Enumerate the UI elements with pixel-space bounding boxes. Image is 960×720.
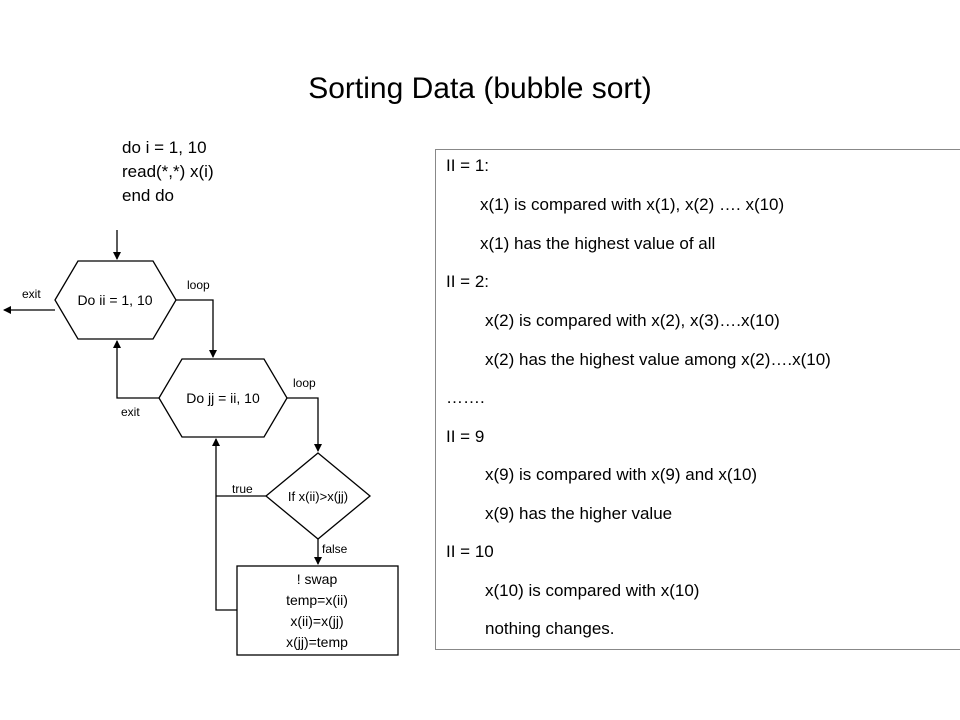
inner-loop-label-text: loop <box>293 376 316 390</box>
explanation-panel: II = 1: x(1) is compared with x(1), x(2)… <box>435 149 960 650</box>
swap-box <box>236 565 399 656</box>
true-label: true <box>232 482 253 496</box>
read-code-block: do i = 1, 10 read(*,*) x(i) end do <box>122 136 214 208</box>
code-line: end do <box>122 186 174 205</box>
inner-loop-arrow <box>287 397 322 452</box>
explanation-line: II = 9 <box>446 427 485 446</box>
swap-return-arrow <box>212 438 237 611</box>
inner-exit-arrow <box>113 340 159 399</box>
false-label: false <box>322 542 348 556</box>
explanation-line: x(10) is compared with x(10) <box>485 581 700 600</box>
inner-loop-label: Do jj = ii, 10 <box>186 390 260 406</box>
explanation-line: x(2) has the highest value among x(2)….x… <box>485 350 831 369</box>
explanation-line: II = 10 <box>446 542 494 561</box>
outer-loop-arrow <box>176 299 217 358</box>
explanation-line: x(9) is compared with x(9) and x(10) <box>485 465 758 484</box>
explanation-line: nothing changes. <box>485 619 615 638</box>
inner-exit-label: exit <box>121 405 140 419</box>
explanation-line: x(1) has the highest value of all <box>480 234 716 253</box>
outer-loop-label: Do ii = 1, 10 <box>77 292 152 308</box>
outer-loop-label-text: loop <box>187 278 210 292</box>
code-line: do i = 1, 10 <box>122 138 207 157</box>
swap-line: x(ii)=x(jj) <box>290 613 343 629</box>
swap-line: temp=x(ii) <box>286 592 348 608</box>
explanation-line: x(1) is compared with x(1), x(2) …. x(10… <box>480 195 785 214</box>
condition-label: If x(ii)>x(jj) <box>288 489 348 504</box>
explanation-line: x(2) is compared with x(2), x(3)….x(10) <box>485 311 780 330</box>
explanation-line: II = 2: <box>446 272 489 291</box>
outer-exit-label: exit <box>22 287 41 301</box>
code-line: read(*,*) x(i) <box>122 162 214 181</box>
explanation-line: II = 1: <box>446 156 489 175</box>
swap-line: ! swap <box>297 571 338 587</box>
swap-line: x(jj)=temp <box>286 634 348 650</box>
explanation-line: x(9) has the higher value <box>485 504 673 523</box>
explanation-line: ……. <box>446 388 485 407</box>
page-title: Sorting Data (bubble sort) <box>308 72 652 105</box>
flowchart: Do ii = 1, 10 Do jj = ii, 10 If x(ii)>x(… <box>3 230 399 656</box>
